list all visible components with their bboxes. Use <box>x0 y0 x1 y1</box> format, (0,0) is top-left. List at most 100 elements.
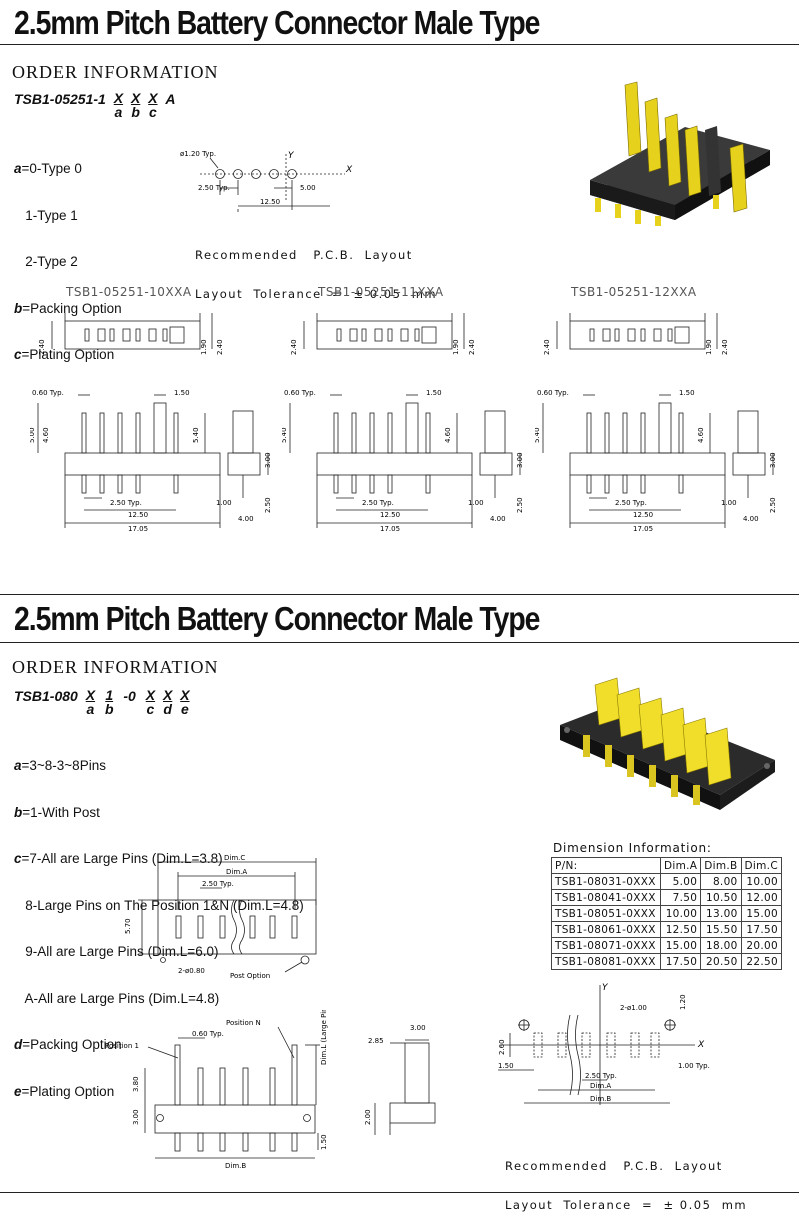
pcb-y-label: Y <box>602 983 609 993</box>
position-n-label: Position N <box>226 1019 261 1027</box>
h2-label: 3.00 <box>132 1109 140 1125</box>
option-row: d=Packing Option <box>14 1037 122 1052</box>
dim-label-right-w: 1.50 <box>174 389 190 397</box>
model-title: TSB1-05251-12XXA <box>571 285 697 299</box>
dim-label-left-h1: 5.40 <box>282 427 288 443</box>
part-suffix: A <box>165 91 176 107</box>
dim-label-side-w2: 4.00 <box>238 515 254 523</box>
dim-b-label: Dim.B <box>225 1162 246 1170</box>
dim-label-side-w2: 4.00 <box>490 515 506 523</box>
offset-label: 5.00 <box>300 184 316 192</box>
post-option-label: Post Option <box>230 972 270 980</box>
dim-label-left-h2: 4.60 <box>42 427 50 443</box>
dim-label-side-w1: 1.00 <box>721 499 737 507</box>
post-label: 2-ø0.80 <box>178 967 205 975</box>
dim-label-h-right_b: 2.40 <box>468 339 476 355</box>
layout-note-bottom: Recommended P.C.B. Layout Layout Toleran… <box>505 1159 748 1212</box>
total-label: 12.50 <box>260 198 280 206</box>
dim-label-side-h2: 2.50 <box>516 497 522 513</box>
dim-label-pin-w: 0.60 Typ. <box>32 389 64 397</box>
dim-label-h-right_a: 1.90 <box>705 339 713 355</box>
section-divider <box>0 594 799 595</box>
code-fixed: -0 <box>123 688 136 704</box>
side-h-label: 2.00 <box>364 1109 372 1125</box>
option-row: A-All are Large Pins (Dim.L=4.8) <box>14 990 220 1006</box>
options-list-top: a=0-Type 0 1-Type 1 2-Type 2 b=Packing O… <box>14 130 122 378</box>
order-heading-bottom: ORDER INFORMATION <box>12 657 219 677</box>
option-row: e=Plating Option <box>14 1083 115 1099</box>
order-heading-top: ORDER INFORMATION <box>12 62 219 82</box>
connector-render-top <box>590 81 770 226</box>
dim-label-right-h: 4.60 <box>697 427 705 443</box>
dim-label-left-h1: 5.00 <box>30 427 36 443</box>
dim-label-h-left: 2.40 <box>290 339 298 355</box>
h3-label: 1.50 <box>320 1134 328 1150</box>
layout-note-top: Recommended P.C.B. Layout Layout Toleran… <box>195 248 438 301</box>
option-row: b=Packing Option <box>14 300 122 316</box>
dim-label-h-left: 2.40 <box>543 339 551 355</box>
pcb-h1-label: 1.20 <box>679 994 687 1010</box>
title-rule-top <box>0 44 799 45</box>
title-rule-bottom <box>0 642 799 643</box>
dim-label-pitch: 2.50 Typ. <box>362 499 394 507</box>
dim-label-side-w1: 1.00 <box>468 499 484 507</box>
dim-label-left-h1: 5.40 <box>535 427 541 443</box>
pcb-x-label: X <box>697 1040 705 1050</box>
pcb-left-label: 1.50 <box>498 1062 514 1070</box>
dim-l-label: Dim.L (Large Pin) <box>320 1010 328 1065</box>
part-prefix: TSB1-05251-1 <box>14 91 106 107</box>
side-w2-label: 3.00 <box>410 1024 426 1032</box>
dim-label-right-h: 5.40 <box>192 427 200 443</box>
dim-label-right-w: 1.50 <box>679 389 695 397</box>
dim-label-side-h2: 2.50 <box>264 497 270 513</box>
dim-label-pin-w: 0.60 Typ. <box>537 389 569 397</box>
pitch-label: 2.50 Typ. <box>202 880 234 888</box>
dim-label-span: 12.50 <box>633 511 653 519</box>
option-row: 1-Type 1 <box>14 207 78 223</box>
pcb-layout-bottom: Y X 2-ø1.00 1.20 2.60 1.50 1.00 Typ. 2.5… <box>498 983 710 1105</box>
dim-label-right-w: 1.50 <box>426 389 442 397</box>
dim-label-side-w1: 1.00 <box>216 499 232 507</box>
dim-label-side-w2: 4.00 <box>743 515 759 523</box>
dim-label-side-h1: 3.00 <box>769 452 775 468</box>
pcb-pitch-label: 2.50 Typ. <box>585 1072 617 1080</box>
hole-dia-label: ø1.20 Typ. <box>180 150 216 158</box>
side-w1-label: 2.85 <box>368 1037 384 1045</box>
option-row: 2-Type 2 <box>14 254 78 269</box>
dim-label-total: 17.05 <box>380 525 400 533</box>
dim-label-h-right_b: 2.40 <box>721 339 729 355</box>
pin-width-label: 0.60 Typ. <box>192 1030 224 1038</box>
height-label: 5.70 <box>124 918 132 934</box>
y-axis-label: Y <box>288 151 295 161</box>
option-row: b=1-With Post <box>14 804 100 820</box>
connector-render-bottom <box>560 677 775 810</box>
pcb-dim-b-label: Dim.B <box>590 1095 611 1103</box>
dim-label-h-left: 2.40 <box>38 339 46 355</box>
pitch-label: 2.50 Typ. <box>198 184 230 192</box>
dim-label-total: 17.05 <box>128 525 148 533</box>
page-title-bottom: 2.5mm Pitch Battery Connector Male Type <box>14 600 540 637</box>
dim-label-span: 12.50 <box>380 511 400 519</box>
dim-c-label: Dim.C <box>224 854 245 862</box>
part-prefix: TSB1-080 <box>14 688 78 704</box>
dim-label-total: 17.05 <box>633 525 653 533</box>
dim-label-side-h1: 3.00 <box>516 452 522 468</box>
pcb-hole-label: 2-ø1.00 <box>620 1004 647 1012</box>
pcb-layout-top: ø1.20 Typ. 2.50 Typ. 5.00 12.50 Y X <box>180 150 353 212</box>
position-1-label: Position 1 <box>105 1042 139 1050</box>
option-row: 8-Large Pins on The Position 1&N (Dim.L=… <box>14 897 304 913</box>
option-row: 9-All are Large Pins (Dim.L=6.0) <box>14 944 219 959</box>
